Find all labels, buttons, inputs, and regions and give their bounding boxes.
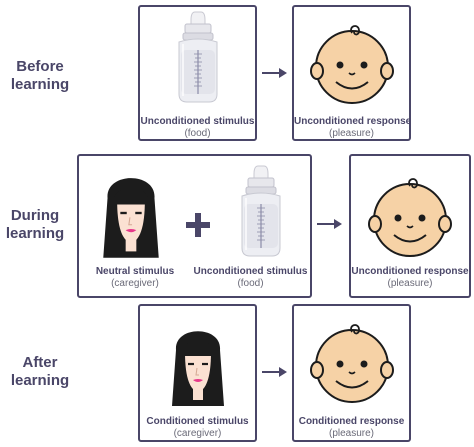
during-stimulus-caption: Unconditioned stimulus (food) — [191, 266, 310, 290]
before-response-caption: Unconditioned response (pleasure) — [294, 116, 412, 140]
woman-face-icon — [102, 176, 160, 259]
caption-sub: (caregiver) — [173, 428, 222, 439]
during-response-panel: Unconditioned response (pleasure) — [349, 154, 471, 298]
caption-title: Unconditioned stimulus — [193, 266, 308, 277]
arrow-right-icon — [317, 219, 342, 229]
after-response-panel: Conditioned response (pleasure) — [292, 304, 411, 442]
arrow-right-icon — [262, 367, 287, 377]
stage-label-before: Before learning — [10, 58, 70, 93]
caption-title: Unconditioned stimulus — [140, 116, 255, 127]
during-neutral-caption: Neutral stimulus (caregiver) — [79, 266, 191, 290]
caption-sub: (pleasure) — [328, 428, 375, 439]
baby-bottle-icon — [241, 165, 281, 257]
baby-bottle-icon — [178, 11, 218, 103]
after-stimulus-panel: Conditioned stimulus (caregiver) — [138, 304, 257, 442]
baby-face-icon — [310, 25, 394, 105]
after-stimulus-caption: Conditioned stimulus (caregiver) — [140, 416, 255, 440]
during-response-caption: Unconditioned response (pleasure) — [351, 266, 469, 290]
caption-sub: (pleasure) — [328, 128, 375, 139]
baby-face-icon — [310, 324, 394, 403]
during-stimulus-panel: Neutral stimulus (caregiver) Uncondition… — [77, 154, 312, 298]
caption-sub: (caregiver) — [111, 278, 159, 289]
caption-sub: (food) — [184, 128, 211, 139]
caption-title: Unconditioned response — [351, 266, 469, 277]
before-stimulus-panel: Unconditioned stimulus (food) — [138, 5, 257, 141]
before-stimulus-caption: Unconditioned stimulus (food) — [140, 116, 255, 140]
caption-title: Neutral stimulus — [95, 266, 175, 277]
arrow-right-icon — [262, 68, 287, 78]
stage-label-after: After learning — [10, 354, 70, 389]
caption-title: Conditioned stimulus — [146, 416, 249, 427]
baby-face-icon — [368, 178, 452, 257]
caption-title: Conditioned response — [298, 416, 405, 427]
stage-label-during: During learning — [5, 207, 65, 242]
caption-title: Unconditioned response — [294, 116, 412, 127]
caption-sub: (food) — [237, 278, 264, 289]
plus-icon — [186, 213, 210, 237]
woman-face-icon — [170, 330, 226, 408]
before-response-panel: Unconditioned response (pleasure) — [292, 5, 411, 141]
after-response-caption: Conditioned response (pleasure) — [294, 416, 409, 440]
caption-sub: (pleasure) — [387, 278, 433, 289]
